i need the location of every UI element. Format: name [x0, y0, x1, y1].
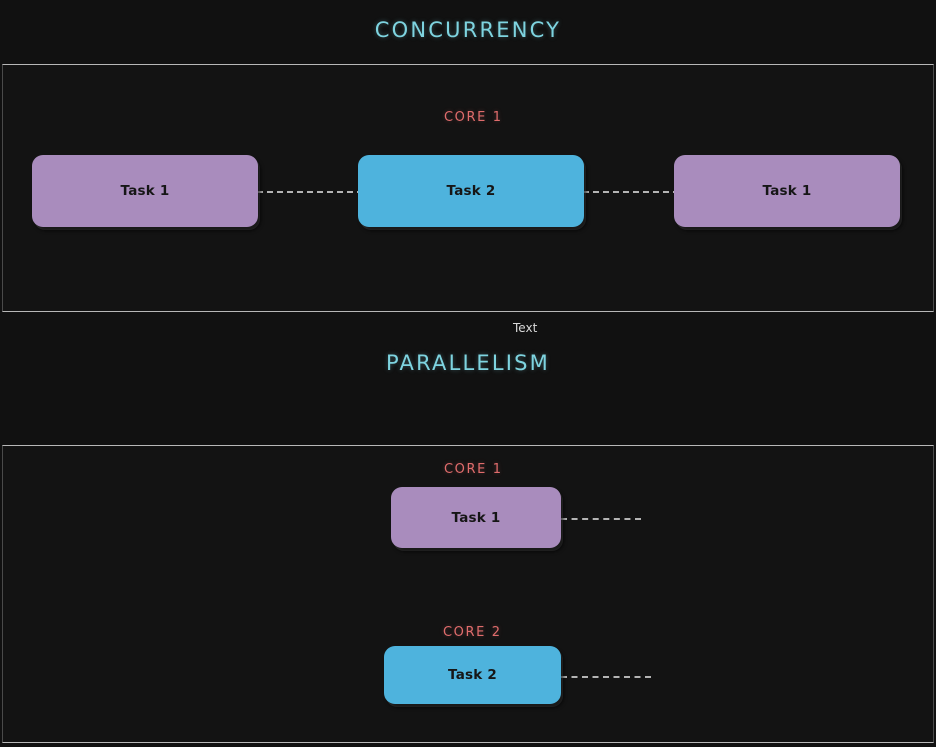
task-label: Task 1 [120, 183, 170, 199]
page-title-parallelism: PARALLELISM [385, 351, 550, 375]
task-label: Task 1 [451, 509, 501, 526]
connector-task2-to-task1 [583, 191, 679, 193]
connector-core2-task2 [561, 676, 651, 678]
parallelism-panel: CORE 1 Task 1 CORE 2 Task 2 [2, 445, 934, 743]
task-box-concurrency-2[interactable]: Task 2 [358, 155, 584, 227]
task-box-parallelism-core1[interactable]: Task 1 [391, 487, 561, 548]
task-box-concurrency-1[interactable]: Task 1 [32, 155, 258, 227]
task-label: Task 2 [448, 667, 497, 683]
connector-task1-to-task2 [257, 191, 363, 193]
task-label: Task 1 [762, 183, 812, 199]
core-label-parallelism-core1: CORE 1 [444, 462, 503, 477]
task-label: Task 2 [446, 183, 496, 199]
free-text-annotation[interactable]: Text [513, 321, 538, 335]
core-label-parallelism-core2: CORE 2 [443, 625, 502, 640]
connector-core1-task1 [561, 518, 641, 520]
task-box-concurrency-3[interactable]: Task 1 [674, 155, 900, 227]
page-title-concurrency: CONCURRENCY [374, 18, 562, 42]
task-box-parallelism-core2[interactable]: Task 2 [384, 646, 561, 704]
concurrency-panel: CORE 1 Task 1 Task 2 Task 1 [2, 64, 934, 312]
core-label-concurrency-core1: CORE 1 [444, 110, 503, 125]
